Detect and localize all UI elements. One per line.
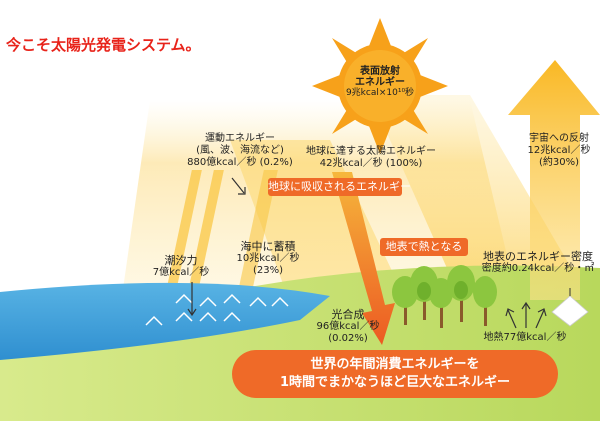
tidal-line1: 潮汐力 <box>164 254 198 267</box>
motion-line1: 運動エネルギー <box>205 133 275 144</box>
page-title: 今こそ太陽光発電システム。 <box>6 36 201 54</box>
label-sea-storage: 海中に蓄積 10兆kcal／秒 (23%) <box>228 241 308 277</box>
motion-line3: 880億kcal／秒 (0.2%) <box>187 157 293 168</box>
motion-line2: (風、波、海流など) <box>196 145 284 156</box>
reach-line2: 42兆kcal／秒 (100%) <box>319 158 423 169</box>
motion-stripe-1 <box>159 170 202 320</box>
photo-line2: 96億kcal／秒 <box>316 321 380 332</box>
label-motion-energy: 運動エネルギー (風、波、海流など) 880億kcal／秒 (0.2%) <box>180 133 300 169</box>
label-tidal-force: 潮汐力 7億kcal／秒 <box>146 255 216 279</box>
sun <box>312 18 448 154</box>
motion-stripe-3 <box>234 170 278 310</box>
label-energy-density: 地表のエネルギー密度 密度約0.24kcal／秒・㎡ <box>476 251 600 275</box>
pill-surface-heat: 地表で熱となる <box>380 238 468 256</box>
sun-label-line3: 9兆kcal×10¹⁰秒 <box>345 88 415 98</box>
sun-label-line1: 表面放射 <box>360 66 400 77</box>
trees <box>392 265 497 328</box>
sea-line3: (23%) <box>252 265 284 276</box>
headline-banner: 世界の年間消費エネルギーを 1時間でまかなうほど巨大なエネルギー <box>232 350 558 398</box>
reflect-line1: 宇宙への反射 <box>529 133 589 144</box>
label-photosynthesis: 光合成 96億kcal／秒 (0.02%) <box>308 309 388 345</box>
reflect-line3: (約30%) <box>538 157 580 168</box>
reach-line1: 地球に達する太陽エネルギー <box>306 146 436 157</box>
banner-line2: 1時間でまかなうほど巨大なエネルギー <box>279 375 511 390</box>
sea-line1: 海中に蓄積 <box>240 240 296 253</box>
tidal-line2: 7億kcal／秒 <box>152 267 210 278</box>
reflect-line2: 12兆kcal／秒 <box>527 145 591 156</box>
label-reflection: 宇宙への反射 12兆kcal／秒 (約30%) <box>522 133 596 169</box>
photo-line3: (0.02%) <box>328 333 368 344</box>
photo-line1: 光合成 <box>331 308 365 321</box>
annotation-arrows <box>187 177 547 329</box>
sun-label: 表面放射 エネルギー 9兆kcal×10¹⁰秒 <box>335 66 425 99</box>
sea-waves <box>145 293 289 326</box>
pill-absorbed-energy: 地球に吸収されるエネルギー <box>268 178 411 196</box>
label-geothermal: 地熱77億kcal／秒 <box>483 332 567 343</box>
label-reach-energy: 地球に達する太陽エネルギー 42兆kcal／秒 (100%) <box>296 146 446 170</box>
reflection-arrow <box>508 60 600 300</box>
sea <box>0 282 330 360</box>
density-line2: 密度約0.24kcal／秒・㎡ <box>481 263 595 274</box>
banner-line1: 世界の年間消費エネルギーを <box>310 357 480 372</box>
sun-label-line2: エネルギー <box>355 77 405 88</box>
sea-line2: 10兆kcal／秒 <box>236 253 300 264</box>
density-plate <box>551 288 589 327</box>
absorbed-arrow <box>332 172 395 345</box>
density-line1: 地表のエネルギー密度 <box>483 250 593 263</box>
